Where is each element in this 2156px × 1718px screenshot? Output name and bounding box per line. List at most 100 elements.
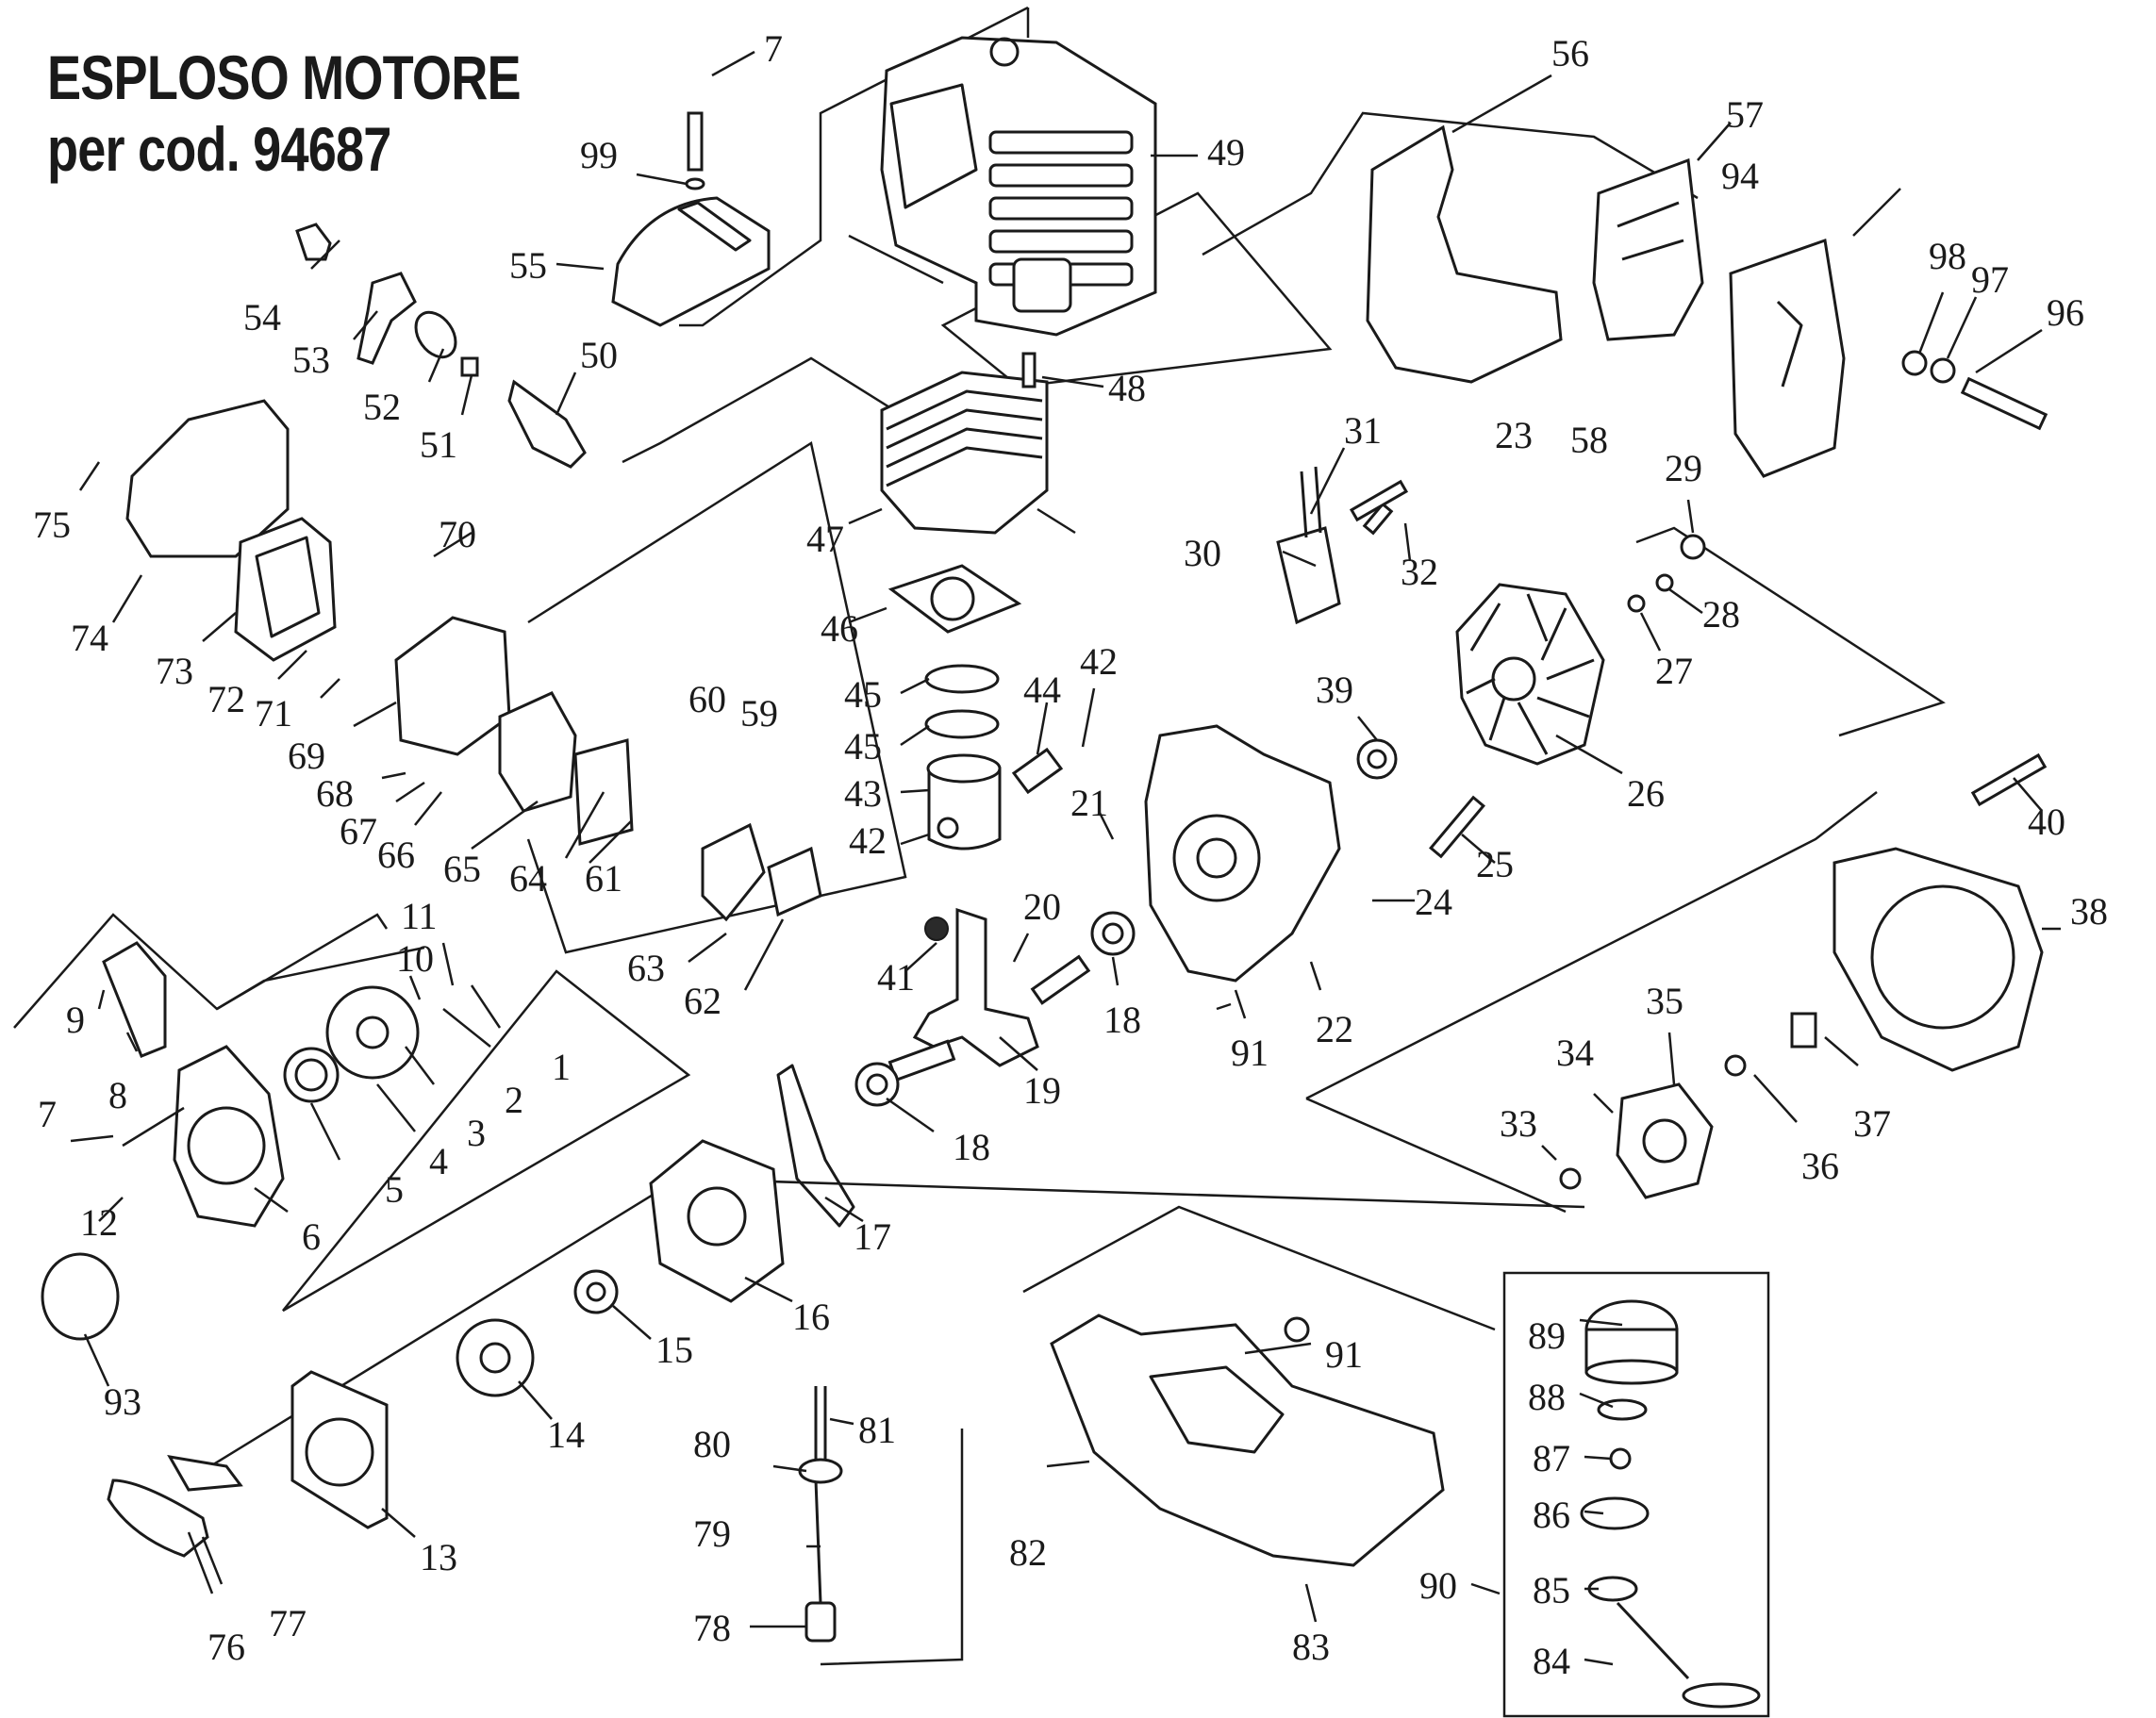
part-label: 3 (467, 1112, 486, 1154)
fan-housing-drawing (880, 36, 1157, 337)
part-label: 71 (255, 692, 292, 735)
part-label: 50 (580, 334, 618, 376)
part-label: 16 (792, 1296, 830, 1338)
part-label: 18 (953, 1126, 990, 1168)
part-label: 44 (1023, 669, 1061, 711)
part-label: 38 (2070, 890, 2108, 933)
starter-pulley-drawing (325, 985, 420, 1080)
part-label: 70 (439, 513, 476, 555)
engine-parts (41, 36, 2048, 1709)
part-label: 27 (1655, 650, 1693, 692)
part-label: 34 (1556, 1032, 1594, 1074)
part-label: 68 (316, 772, 354, 815)
part-label: 37 (1853, 1102, 1891, 1145)
part-label: 99 (580, 134, 618, 176)
air-filter-cover-drawing (125, 399, 290, 558)
part-label: 73 (156, 650, 193, 692)
part-label: 91 (1231, 1032, 1269, 1074)
part-label: 6 (302, 1215, 321, 1258)
starter-cover-drawing (1833, 847, 2044, 1072)
part-label: 42 (1080, 640, 1118, 683)
part-label: 35 (1646, 980, 1683, 1022)
part-label: 15 (655, 1329, 693, 1371)
part-label: 9 (66, 999, 85, 1041)
part-label: 36 (1801, 1145, 1839, 1187)
part-label: 61 (585, 857, 622, 900)
part-label: 32 (1401, 551, 1438, 593)
part-label: 56 (1551, 32, 1589, 74)
fuel-tank-drawing (1050, 1313, 1445, 1567)
part-label: 18 (1103, 999, 1141, 1041)
part-label: 63 (627, 947, 665, 989)
part-label: 10 (396, 937, 434, 980)
part-label: 89 (1528, 1314, 1566, 1357)
part-label: 13 (420, 1536, 457, 1578)
part-label: 40 (2028, 801, 2065, 843)
muffler-plate-drawing (1366, 124, 1563, 384)
part-label: 85 (1533, 1569, 1570, 1611)
part-label: 93 (104, 1380, 141, 1423)
part-label: 90 (1419, 1564, 1457, 1607)
part-label: 29 (1665, 447, 1702, 489)
group-outlines (13, 6, 1946, 1718)
part-label: 82 (1009, 1531, 1047, 1574)
part-label: 88 (1528, 1376, 1566, 1418)
part-label: 24 (1415, 881, 1452, 923)
part-label: 25 (1476, 843, 1514, 885)
part-label: 49 (1207, 131, 1245, 173)
part-label: 69 (288, 735, 325, 777)
part-label: 94 (1721, 155, 1759, 197)
part-label: 33 (1500, 1102, 1537, 1145)
part-label: 28 (1702, 593, 1740, 636)
part-label: 60 (688, 678, 726, 720)
part-label: 55 (509, 244, 547, 287)
part-label: 23 (1495, 414, 1533, 456)
part-label: 7 (764, 27, 783, 70)
part-label: 64 (509, 857, 547, 900)
part-label: 76 (207, 1626, 245, 1668)
part-label: 7 (38, 1093, 57, 1135)
crankcase-drawing (1144, 724, 1341, 983)
part-label: 42 (849, 819, 887, 862)
part-label: 80 (693, 1423, 731, 1465)
part-label: 19 (1023, 1069, 1061, 1112)
part-label: 47 (806, 518, 844, 560)
clutch-drawing (1616, 1082, 1714, 1199)
part-label: 12 (80, 1201, 118, 1244)
carburetor-drawing (498, 691, 577, 813)
part-label: 14 (547, 1413, 585, 1456)
top-cover-drawing (611, 196, 771, 327)
part-label: 58 (1570, 419, 1608, 461)
part-label: 46 (821, 607, 858, 650)
part-label: 75 (33, 504, 71, 546)
part-label: 48 (1108, 367, 1146, 409)
part-label: 2 (505, 1079, 523, 1121)
part-label: 53 (292, 339, 330, 381)
flywheel-drawing (1455, 583, 1605, 766)
part-label: 22 (1316, 1008, 1353, 1050)
part-label: 21 (1070, 782, 1108, 824)
part-label: 52 (363, 386, 401, 428)
air-filter-drawing (234, 517, 337, 662)
part-label: 81 (858, 1409, 896, 1451)
recoil-starter-drawing (173, 1045, 285, 1228)
part-label: 74 (71, 617, 108, 659)
part-label: 5 (385, 1168, 404, 1211)
part-label: 43 (844, 772, 882, 815)
part-label: 79 (693, 1512, 731, 1555)
part-label: 45 (844, 725, 882, 768)
part-label: 67 (340, 810, 377, 852)
part-label: 31 (1344, 409, 1382, 452)
part-label: 66 (377, 834, 415, 876)
part-label: 83 (1292, 1626, 1330, 1668)
part-label: 96 (2047, 291, 2084, 334)
part-label: 62 (684, 980, 721, 1022)
cylinder-drawing (880, 371, 1049, 535)
part-label: 77 (269, 1602, 307, 1644)
part-label: 41 (877, 956, 915, 999)
part-label: 78 (693, 1607, 731, 1649)
part-label: 72 (207, 678, 245, 720)
part-label: 98 (1929, 235, 1966, 277)
part-label: 51 (420, 423, 457, 466)
